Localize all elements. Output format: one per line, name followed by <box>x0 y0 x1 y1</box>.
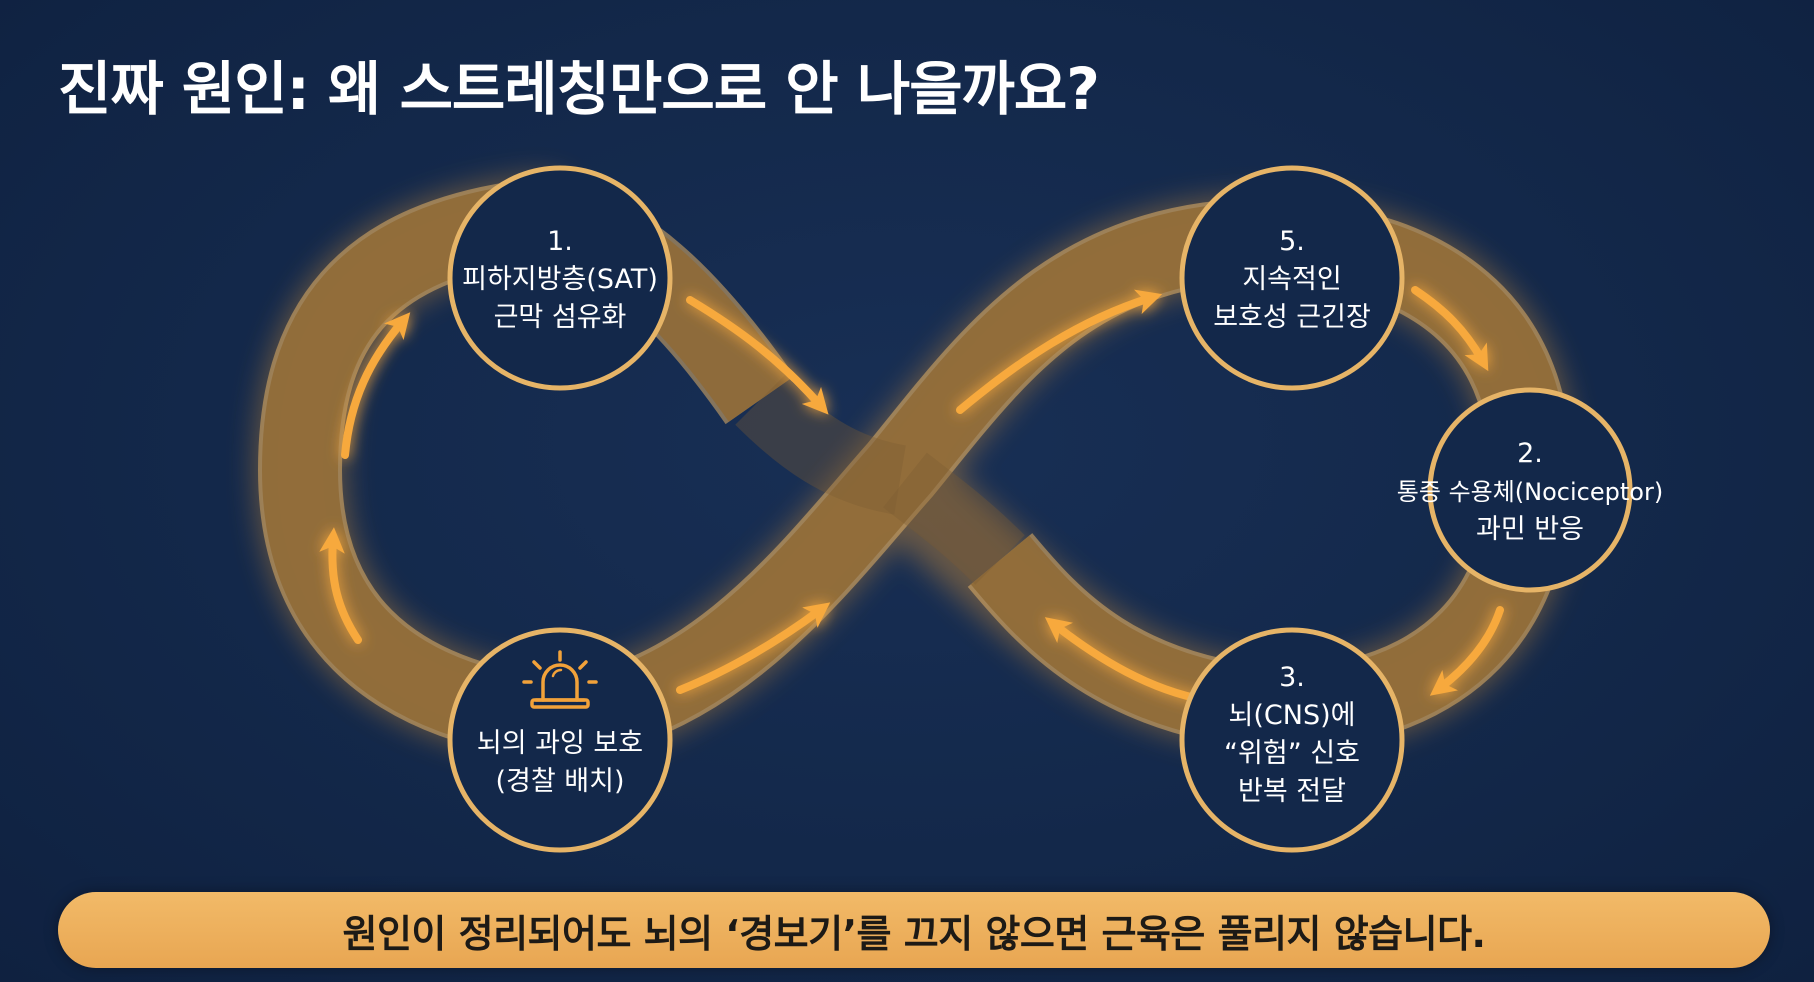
node-1-line-1: 1. <box>547 226 573 257</box>
node-4-brain-overprotection: 뇌의 과잉 보호 (경찰 배치) <box>447 627 673 853</box>
conclusion-banner: 원인이 정리되어도 뇌의 ‘경보기’를 끄지 않으면 근육은 풀리지 않습니다. <box>58 892 1770 968</box>
band-tail-right <box>883 452 1025 585</box>
node-5-protective-tension: 5. 지속적인 보호성 근긴장 <box>1179 165 1405 391</box>
node-3-line-1: 3. <box>1279 662 1305 693</box>
arrow-node1-to-crossing <box>686 296 829 415</box>
arrow-left-upper-up <box>341 312 411 459</box>
arrow-node4-to-crossing <box>676 602 831 694</box>
infinity-band <box>261 181 1569 759</box>
siren-icon <box>522 650 598 709</box>
node-1-sat-fibrosis: 1. 피하지방층(SAT) 근막 섬유화 <box>447 165 673 391</box>
conclusion-text: 원인이 정리되어도 뇌의 ‘경보기’를 끄지 않으면 근육은 풀리지 않습니다. <box>342 911 1487 956</box>
page-title: 진짜 원인: 왜 스트레칭만으로 안 나을까요? <box>58 55 1100 123</box>
node-2-line-3: 과민 반응 <box>1476 514 1584 545</box>
arrow-crossing-to-node5 <box>956 289 1163 414</box>
arrow-node3-to-crossing <box>1044 617 1209 704</box>
node-3-line-4: 반복 전달 <box>1238 776 1346 807</box>
node-2-line-2: 통증 수용체(Nociceptor) <box>1397 478 1663 506</box>
node-3-line-3: “위험” 신호 <box>1224 738 1360 769</box>
node-5-line-1: 5. <box>1279 226 1305 257</box>
node-3-line-2: 뇌(CNS)에 <box>1229 700 1356 731</box>
arrow-node5-to-node2 <box>1411 286 1489 372</box>
node-5-line-2: 지속적인 <box>1242 264 1341 295</box>
arrow-left-lower-up <box>319 527 362 644</box>
node-4-line-2: (경찰 배치) <box>495 766 624 797</box>
band-tail-left <box>735 375 907 515</box>
node-5-line-3: 보호성 근긴장 <box>1213 302 1371 333</box>
node-1-line-3: 근막 섬유화 <box>494 302 627 333</box>
node-3-cns-danger-signal: 3. 뇌(CNS)에 “위험” 신호 반복 전달 <box>1179 627 1405 853</box>
node-2-nociceptor: 2. 통증 수용체(Nociceptor) 과민 반응 <box>1397 387 1663 593</box>
arrow-node2-to-node3 <box>1429 606 1504 696</box>
node-2-line-1: 2. <box>1517 438 1543 469</box>
node-4-line-1: 뇌의 과잉 보호 <box>477 728 643 759</box>
node-1-line-2: 피하지방층(SAT) <box>462 264 658 295</box>
